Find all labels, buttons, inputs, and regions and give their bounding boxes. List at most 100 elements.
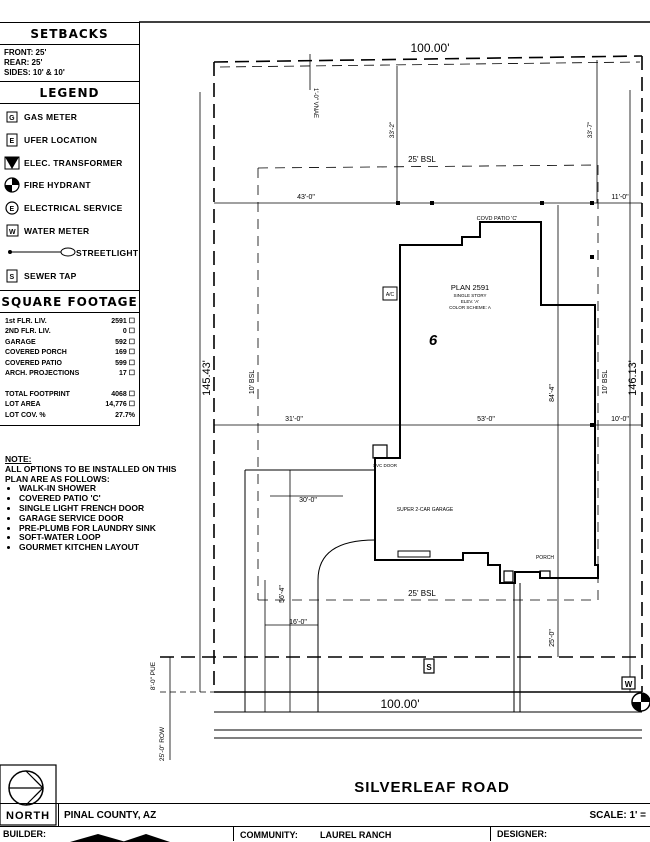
community-name: LAUREL RANCH	[320, 830, 392, 840]
lot-boundary	[213, 55, 643, 692]
community-label: COMMUNITY:	[240, 830, 298, 840]
note-item: GARAGE SERVICE DOOR	[19, 513, 185, 524]
top-dimension: 100.00'	[411, 41, 450, 55]
sqft-label: 1st FLR. LIV.	[5, 317, 47, 325]
setback-rear: REAR: 25'	[4, 58, 43, 67]
water-meter-marker	[621, 676, 636, 690]
svg-text:E: E	[10, 138, 15, 145]
dim-left-top: 43'-0"	[297, 194, 315, 201]
dim-lines	[169, 54, 642, 760]
ac-label: A/C	[386, 292, 395, 298]
legend-label: GAS METER	[24, 112, 78, 123]
vnae-line	[219, 61, 641, 68]
street-lines	[214, 711, 642, 739]
sqft-value: 2591 ☐	[111, 317, 135, 325]
legend-item-sewer: S SEWER TAP	[0, 265, 139, 288]
water-meter-label: W	[625, 680, 633, 689]
streetlight-icon	[6, 247, 76, 259]
electrical-service-icon: E	[0, 201, 24, 215]
left-dimension: 145.43'	[201, 360, 213, 396]
legend-item-transformer: ELEC. TRANSFORMER	[0, 151, 139, 174]
legend-label: FIRE HYDRANT	[24, 180, 91, 191]
notes-list: WALK-IN SHOWER COVERED PATIO 'C' SINGLE …	[5, 484, 185, 553]
legend-item-water: W WATER METER	[0, 219, 139, 242]
fire-hydrant-marker	[631, 692, 650, 712]
gas-meter-icon: G	[0, 111, 24, 123]
sqft-value: 4068 ☐	[111, 390, 135, 398]
legend-label: STREETLIGHT	[76, 248, 139, 259]
builder-label: BUILDER:	[3, 829, 46, 839]
ufer-location-icon: E	[0, 133, 24, 147]
right-bsl-label: 10' BSL	[602, 370, 609, 394]
front-bsl-label: 25' BSL	[408, 589, 436, 598]
sqft-value: 599 ☐	[115, 359, 135, 367]
legend-label: ELECTRICAL SERVICE	[24, 203, 123, 214]
legend-item-ufer: E UFER LOCATION	[0, 129, 139, 152]
notes-title: NOTE:	[5, 454, 32, 464]
sqft-row: 1st FLR. LIV. 2591 ☐	[5, 317, 135, 328]
lot-number: 6	[429, 332, 438, 349]
sewer-tap-icon: S	[0, 269, 24, 283]
ac-unit	[382, 286, 398, 301]
note-item: SINGLE LIGHT FRENCH DOOR	[19, 503, 185, 514]
svg-text:W: W	[9, 229, 16, 236]
notes-block: NOTE: ALL OPTIONS TO BE INSTALLED ON THI…	[5, 454, 185, 553]
vnae-label: 1'-0" VNAE	[312, 88, 318, 118]
bottom-dimension: 100.00'	[381, 697, 420, 711]
sqft-value: 0 ☐	[122, 328, 135, 335]
plan-title: PLAN 2591	[451, 283, 489, 292]
note-item: GOURMET KITCHEN LAYOUT	[19, 542, 185, 553]
north-label: NORTH	[6, 810, 51, 822]
street-name: SILVERLEAF ROAD	[354, 779, 510, 796]
rear-bsl-label: 25' BSL	[408, 155, 436, 164]
legend-label: SEWER TAP	[24, 271, 77, 282]
note-item: WALK-IN SHOWER	[19, 484, 185, 494]
sewer-tap-label: S	[426, 663, 432, 672]
dim-right-mid: 10'-0"	[611, 416, 629, 423]
row-label: 25'-0" ROW	[159, 726, 166, 761]
legend-label: WATER METER	[24, 225, 90, 236]
garage-label: SUPER 2-CAR GARAGE	[397, 507, 454, 513]
sqft-label: LOT COV. %	[5, 411, 46, 419]
dim-right-top: 11'-0"	[611, 194, 629, 201]
sewer-tap-marker	[423, 658, 435, 674]
setbacks-list: FRONT: 25' REAR: 25' SIDES: 10' & 10'	[0, 45, 139, 81]
sqft-value: 592 ☐	[115, 338, 135, 346]
sqft-label: TOTAL FOOTPRINT	[5, 390, 70, 398]
dim-center-mid: 53'-0"	[477, 416, 495, 423]
legend-item-gas-meter: G GAS METER	[0, 106, 139, 129]
sqft-row: GARAGE 592 ☐	[5, 338, 135, 349]
plan-sub-1: SINGLE STORY	[453, 293, 486, 298]
left-bsl-label: 10' BSL	[249, 370, 256, 394]
sqft-row: COVERED PATIO 599 ☐	[5, 359, 135, 370]
sqft-total-row: TOTAL FOOTPRINT 4068 ☐	[5, 390, 135, 401]
front-dist: 25'-0"	[549, 629, 556, 647]
rear-dist-right: 33'-7"	[587, 121, 594, 138]
sqft-label: GARAGE	[5, 338, 36, 346]
setbacks-title: SETBACKS	[0, 23, 139, 45]
fire-hydrant-icon	[0, 177, 24, 194]
north-arrow-icon	[0, 764, 57, 826]
sqft-value: 14,776 ☐	[105, 401, 135, 408]
square-footage-table: 1st FLR. LIV. 2591 ☐ 2ND FLR. LIV. 0 ☐ GAR…	[0, 313, 139, 426]
builder-logo-2	[122, 834, 170, 842]
footer-row: NORTH PINAL COUNTY, AZ SCALE: 1' =	[0, 803, 650, 827]
driveway-width-2: 16'-0"	[289, 619, 307, 626]
title-block: BUILDER: COMMUNITY: LAUREL RANCH DESIGNE…	[0, 826, 650, 842]
svg-text:G: G	[9, 115, 15, 122]
sqft-value: 169 ☐	[115, 349, 135, 356]
pue-label: 8'-0" PUE	[150, 661, 157, 690]
designer-label: DESIGNER:	[497, 829, 548, 839]
elec-transformer-icon	[0, 156, 24, 170]
sqft-value: 17 ☐	[118, 370, 135, 377]
driveway-depth: 56'-4"	[279, 585, 286, 603]
rear-dist-left: 33'-2"	[389, 121, 396, 138]
legend-label: ELEC. TRANSFORMER	[24, 157, 123, 168]
sqft-label: COVERED PATIO	[5, 359, 62, 367]
setback-sides: SIDES: 10' & 10'	[4, 68, 65, 77]
sqft-label: 2ND FLR. LIV.	[5, 328, 51, 335]
house-outline	[374, 221, 599, 584]
